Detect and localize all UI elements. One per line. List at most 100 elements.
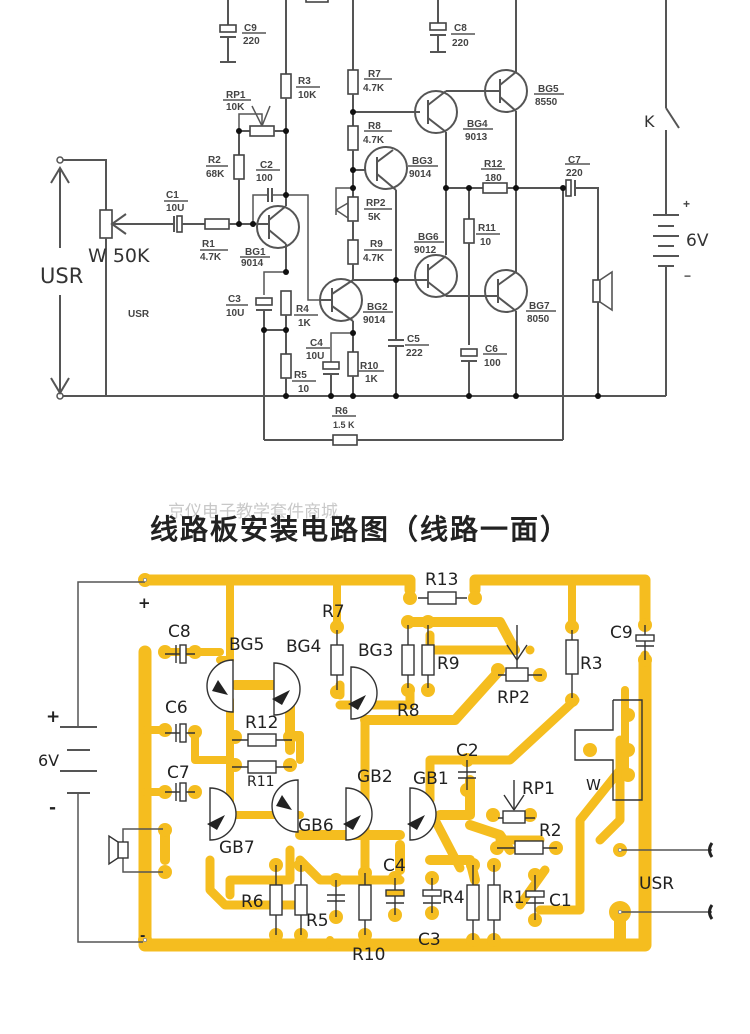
- junction-dots: [236, 109, 601, 399]
- pcb-resistors: [232, 591, 579, 940]
- svg-text:R9: R9: [370, 239, 383, 250]
- bg5: BG5 8550: [484, 0, 564, 188]
- svg-text:C3: C3: [418, 930, 441, 950]
- usr-label: USR: [40, 264, 83, 288]
- svg-text:BG3: BG3: [412, 156, 433, 167]
- svg-text:4.7K: 4.7K: [200, 252, 222, 263]
- svg-text:9014: 9014: [241, 258, 264, 269]
- svg-text:R10: R10: [352, 945, 385, 965]
- svg-text:BG6: BG6: [418, 232, 439, 243]
- svg-text:68K: 68K: [206, 169, 225, 180]
- svg-text:R5: R5: [294, 370, 307, 381]
- c4-r10-c5: C4 10U R10 1K C5 222: [306, 280, 429, 396]
- svg-text:+: +: [683, 197, 690, 211]
- bg7: BG7 8050: [484, 188, 556, 396]
- svg-text:BG5: BG5: [229, 635, 264, 655]
- output-stage: R12 180 R11 10 C7 220: [445, 155, 599, 345]
- c6: C6 100: [460, 344, 507, 396]
- svg-text:RP2: RP2: [366, 198, 386, 209]
- power-switch-k: K: [644, 0, 680, 215]
- pcb-capacitors: [165, 625, 655, 920]
- svg-text:220: 220: [243, 36, 260, 47]
- pcb-holes: [142, 578, 623, 943]
- svg-text:C3: C3: [228, 294, 241, 305]
- svg-text:9014: 9014: [363, 315, 386, 326]
- svg-text:10: 10: [298, 384, 310, 395]
- svg-text:R7: R7: [368, 69, 381, 80]
- svg-text:RP1: RP1: [226, 90, 246, 101]
- bias-chain: R7 4.7K R8 4.7K RP2 5K R9 4.7K: [335, 0, 420, 280]
- pcb-title: 线路板安装电路图（线路一面）: [150, 513, 571, 546]
- c1: C1 10U: [164, 190, 205, 233]
- pcb-battery-6v-label: 6V: [38, 751, 59, 770]
- svg-text:R5: R5: [306, 911, 329, 931]
- svg-text:R11: R11: [247, 774, 275, 790]
- svg-text:10: 10: [480, 237, 492, 248]
- svg-text:10K: 10K: [226, 102, 245, 113]
- svg-text:10U: 10U: [306, 351, 324, 362]
- svg-text:R1: R1: [502, 888, 525, 908]
- r2: R2 68K: [206, 131, 245, 224]
- svg-text:GB7: GB7: [219, 838, 255, 858]
- svg-text:C4: C4: [383, 856, 406, 876]
- svg-text:1K: 1K: [298, 318, 312, 329]
- svg-text:10K: 10K: [298, 90, 317, 101]
- svg-text:10U: 10U: [166, 203, 184, 214]
- svg-text:BG7: BG7: [529, 301, 550, 312]
- c9: C9 220: [219, 0, 266, 63]
- svg-text:GB1: GB1: [413, 769, 449, 789]
- svg-text:R7: R7: [322, 602, 345, 622]
- svg-text:9013: 9013: [465, 132, 488, 143]
- switch-k-label: K: [644, 112, 655, 131]
- c8: C8 220: [429, 0, 475, 53]
- svg-text:BG2: BG2: [367, 302, 388, 313]
- svg-text:BG5: BG5: [538, 84, 559, 95]
- svg-text:R2: R2: [208, 155, 221, 166]
- svg-text:USR: USR: [639, 874, 674, 894]
- svg-text:R4: R4: [296, 304, 309, 315]
- usr-small-label: USR: [128, 309, 150, 320]
- svg-text:R10: R10: [360, 361, 379, 372]
- svg-text:R9: R9: [437, 654, 460, 674]
- svg-text:GB2: GB2: [357, 767, 393, 787]
- pcb-transistors: [206, 659, 437, 841]
- svg-text:R12: R12: [245, 713, 278, 733]
- svg-text:9014: 9014: [409, 169, 432, 180]
- svg-text:R8: R8: [397, 701, 420, 721]
- svg-text:220: 220: [566, 168, 583, 179]
- speaker-icon: [592, 270, 613, 396]
- r1: R1 4.7K: [200, 218, 253, 263]
- svg-text:C5: C5: [407, 334, 420, 345]
- svg-text:+: +: [46, 707, 60, 727]
- r3: R3 10K: [280, 0, 320, 195]
- battery-6v-label: 6V: [686, 231, 709, 251]
- svg-text:BG1: BG1: [245, 247, 266, 258]
- svg-text:−: −: [684, 269, 691, 283]
- svg-text:100: 100: [484, 358, 501, 369]
- schematic: USR USR W 50K C1 10U R1 4.7K: [40, 0, 709, 446]
- bg1: BG1 9014 C2 100: [240, 160, 320, 301]
- pcb-volume-pot-w: [574, 699, 643, 801]
- bg3: BG3 9014: [364, 146, 438, 280]
- pcb-speaker-icon: [108, 828, 163, 873]
- usr-input: USR USR: [40, 156, 150, 400]
- svg-text:C1: C1: [549, 891, 572, 911]
- svg-text:R1: R1: [202, 239, 215, 250]
- svg-text:RP1: RP1: [522, 779, 555, 799]
- svg-text:8550: 8550: [535, 97, 558, 108]
- pcb-traces: [138, 574, 652, 952]
- svg-text:-: -: [49, 798, 56, 818]
- svg-text:C4: C4: [310, 338, 323, 349]
- bg6: BG6 9012: [414, 232, 490, 298]
- svg-text:8050: 8050: [527, 314, 550, 325]
- svg-text:W: W: [586, 776, 601, 794]
- svg-text:180: 180: [485, 173, 502, 184]
- svg-text:-: -: [140, 929, 145, 944]
- svg-text:C7: C7: [568, 155, 581, 166]
- svg-text:R4: R4: [442, 888, 465, 908]
- svg-text:BG4: BG4: [286, 637, 321, 657]
- r6: R6 1.5 K: [264, 188, 564, 446]
- bg2: BG2 9014: [319, 278, 420, 352]
- svg-text:C8: C8: [454, 23, 467, 34]
- svg-text:1K: 1K: [365, 374, 379, 385]
